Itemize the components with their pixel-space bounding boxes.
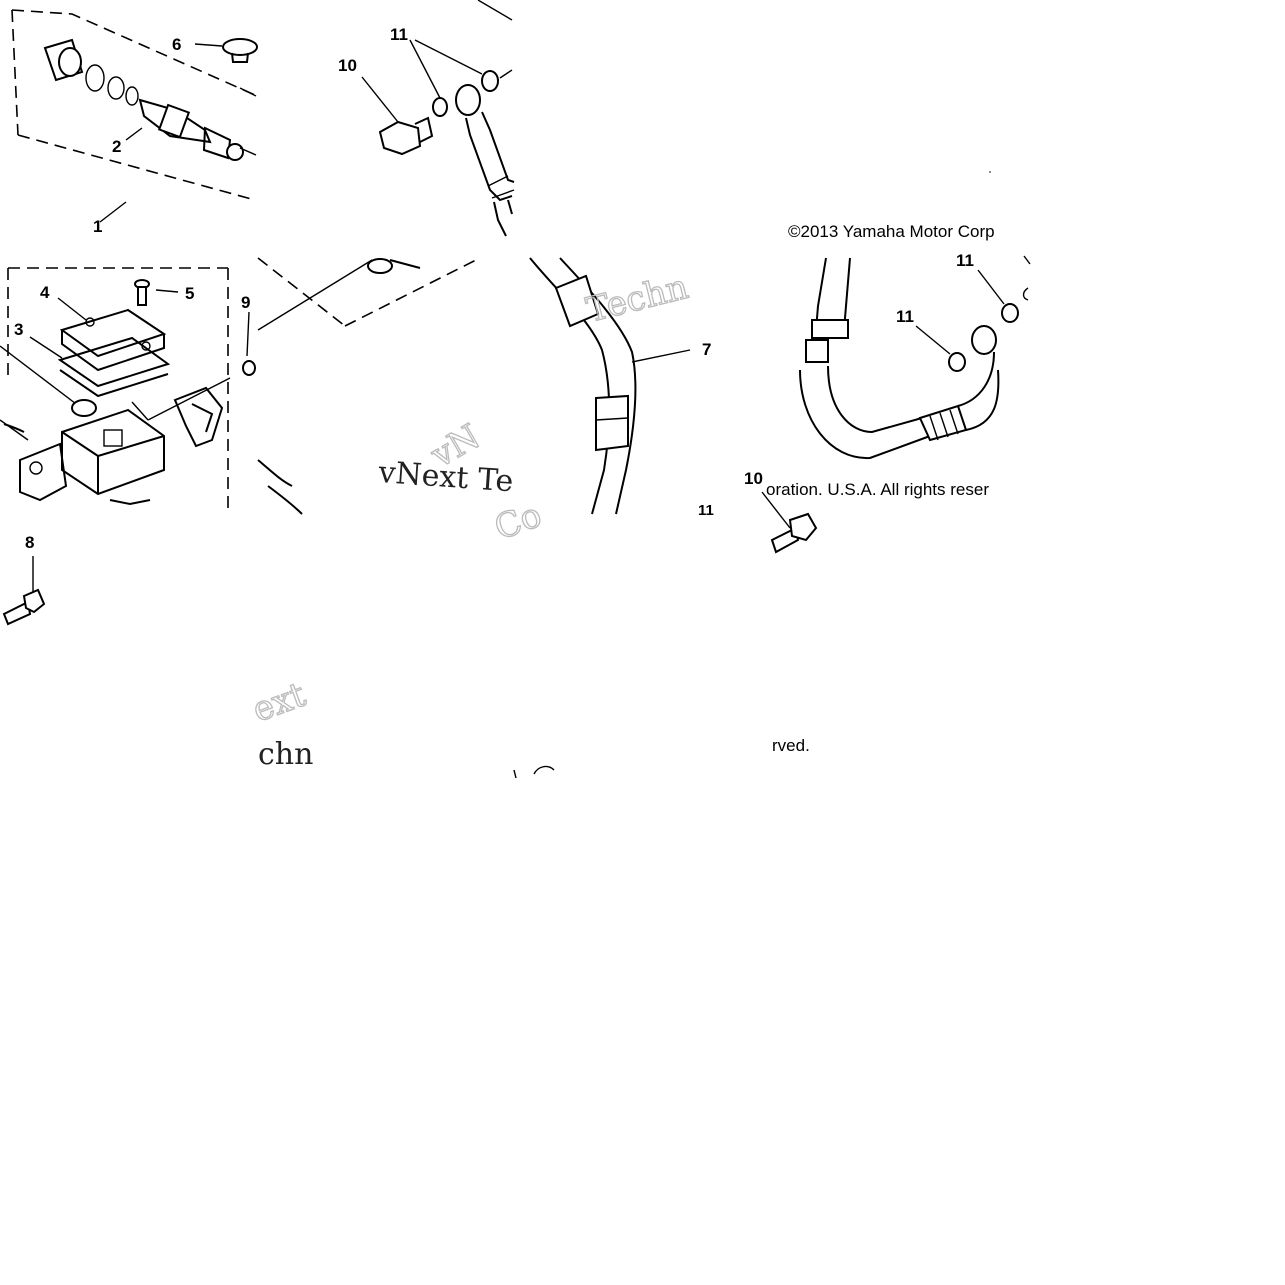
callout-2: 2 xyxy=(112,137,121,156)
brake-hose-group: 7 11 xyxy=(257,257,714,519)
callout-11-top: 11 xyxy=(390,25,408,44)
callout-10-top: 10 xyxy=(338,56,357,75)
callout-11-mid: 11 xyxy=(698,502,714,519)
copyright-line-3: rved. xyxy=(772,736,810,755)
watermark-chn: chn xyxy=(258,737,313,772)
callout-5: 5 xyxy=(185,284,194,303)
cylinder-kit-group: 6 2 1 xyxy=(11,9,258,236)
callout-6: 6 xyxy=(172,35,181,54)
callout-10-lower: 10 xyxy=(744,469,763,488)
callout-8: 8 xyxy=(25,533,34,552)
callout-11-right-upper: 11 xyxy=(956,251,974,270)
copyright-line-2: oration. U.S.A. All rights reser xyxy=(766,480,989,499)
callout-1: 1 xyxy=(93,217,102,236)
watermark-techn: Techn xyxy=(583,267,693,331)
upper-hose-group: 10 11 xyxy=(338,0,515,237)
callout-3: 3 xyxy=(14,320,23,339)
fragment-mark xyxy=(533,765,555,775)
callout-9: 9 xyxy=(241,293,250,312)
bolt-10-lower-group: 10 xyxy=(744,469,818,554)
fragment-dot xyxy=(989,171,991,173)
copyright-line-1: ©2013 Yamaha Motor Corp xyxy=(788,222,995,241)
callout-7: 7 xyxy=(702,340,711,359)
callout-11-right-lower: 11 xyxy=(896,307,914,326)
watermark-co: Co xyxy=(489,495,546,548)
lower-hose-group: 11 11 xyxy=(799,251,1031,460)
callout-4: 4 xyxy=(40,283,50,302)
reservoir-group: 5 4 3 9 xyxy=(0,267,256,512)
bolt-8-group: 8 xyxy=(2,533,46,626)
watermark-ext: ext xyxy=(247,675,311,731)
fragment-tick xyxy=(513,769,517,779)
